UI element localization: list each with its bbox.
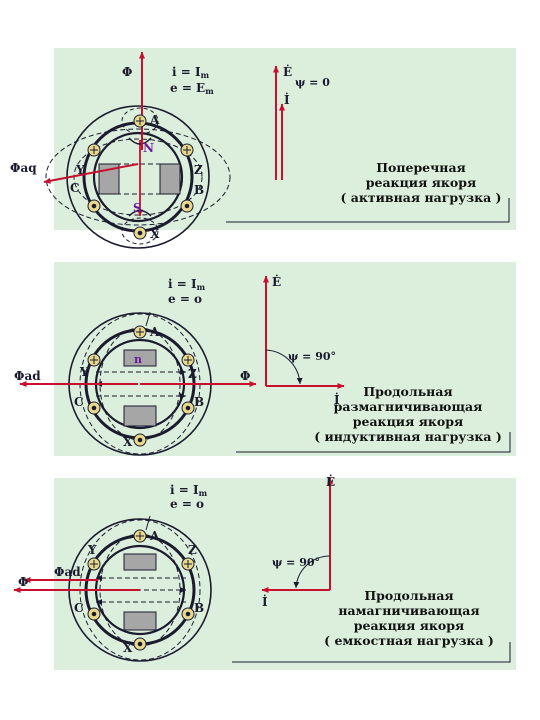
leader-line: [145, 311, 151, 327]
label-i: i = Im: [172, 65, 210, 80]
vector-E-label-1: Ė: [283, 64, 292, 79]
label-south: S: [133, 201, 142, 215]
label-Y: Y: [87, 543, 97, 557]
label-C: C: [70, 181, 80, 195]
label-phi: Φ: [240, 369, 250, 383]
label-i: i = Im: [168, 277, 206, 292]
caption-line: реакция якоря: [352, 414, 464, 429]
flux-arrow-phi-aq: [43, 163, 139, 184]
psi-label-1: ψ = 0: [295, 76, 330, 89]
field-loop: [121, 107, 159, 135]
label-Z: Z: [188, 543, 197, 557]
label-A: A: [149, 113, 160, 127]
stator-outer: [66, 105, 210, 249]
label-B: B: [194, 601, 204, 615]
caption-bracket-2: [236, 432, 511, 453]
pole-top: [123, 349, 157, 367]
label-Z: Z: [194, 163, 203, 177]
label-X: X: [123, 435, 133, 449]
conductors-2: [87, 325, 195, 447]
field-loop: [121, 217, 159, 245]
vector-I-label-1: İ: [284, 92, 290, 107]
field-line: [45, 128, 231, 226]
psi-arc-2: [265, 349, 303, 385]
label-i: i = Im: [170, 483, 208, 498]
caption-bracket-1: [226, 198, 510, 223]
label-A: A: [149, 529, 160, 543]
caption-line: Поперечная: [376, 160, 466, 175]
conductors-1: [87, 114, 194, 240]
caption-bracket-3: [232, 642, 511, 663]
pole-bottom: [123, 611, 157, 631]
label-X: X: [150, 227, 160, 241]
caption-line: реакция якоря: [353, 618, 465, 633]
panel-magnetizing: [54, 478, 516, 670]
label-Z: Z: [188, 367, 197, 381]
caption-line: ( емкостная нагрузка ): [324, 633, 494, 648]
pole-top: [123, 553, 157, 571]
leader-line: [145, 515, 151, 531]
label-B: B: [194, 183, 204, 197]
label-phi-aq: Φaq: [10, 161, 37, 175]
label-phi: Φ: [122, 65, 132, 79]
label-B: B: [194, 395, 204, 409]
label-A: A: [149, 325, 160, 339]
caption-line: Продольная: [363, 384, 453, 399]
south-pole-edge: [128, 209, 152, 217]
psi-label-3: ψ = 90°: [272, 556, 320, 569]
label-C: C: [74, 395, 84, 409]
caption-3: Продольная намагничивающая реакция якоря…: [304, 588, 514, 648]
label-north: N: [143, 141, 154, 155]
label-phi: Φ: [18, 575, 28, 589]
vector-I-label-2: İ: [334, 392, 340, 407]
pole-bottom: [123, 405, 157, 427]
caption-line: намагничивающая: [338, 603, 480, 618]
label-C: C: [74, 601, 84, 615]
caption-1: Поперечная реакция якоря ( активная нагр…: [336, 160, 506, 205]
label-Y: Y: [75, 163, 85, 177]
rotor: [92, 131, 184, 223]
vector-E-label-3: Ė: [326, 474, 335, 489]
label-n: n: [134, 353, 142, 366]
label-X: X: [123, 641, 133, 655]
label-Y: Y: [79, 365, 89, 379]
caption-line: Продольная: [364, 588, 454, 603]
label-e: e = o: [168, 292, 202, 306]
label-e: e = Em: [170, 81, 214, 96]
pole-right: [159, 163, 181, 195]
conductors-3: [87, 529, 195, 651]
vector-I-label-3: İ: [262, 594, 268, 609]
label-phi-ad: Φad: [54, 565, 81, 579]
psi-arc-3: [293, 555, 331, 589]
north-pole-edge: [128, 137, 152, 145]
caption-line: ( активная нагрузка ): [340, 190, 502, 205]
caption-line: размагничивающая: [333, 399, 483, 414]
label-e: e = o: [170, 497, 204, 511]
caption-2: Продольная размагничивающая реакция якор…: [300, 384, 516, 444]
label-phi-ad: Φad: [14, 369, 41, 383]
caption-line: реакция якоря: [365, 175, 477, 190]
psi-label-2: ψ = 90°: [288, 350, 336, 363]
vector-E-label-2: Ė: [272, 274, 281, 289]
caption-line: ( индуктивная нагрузка ): [314, 429, 502, 444]
